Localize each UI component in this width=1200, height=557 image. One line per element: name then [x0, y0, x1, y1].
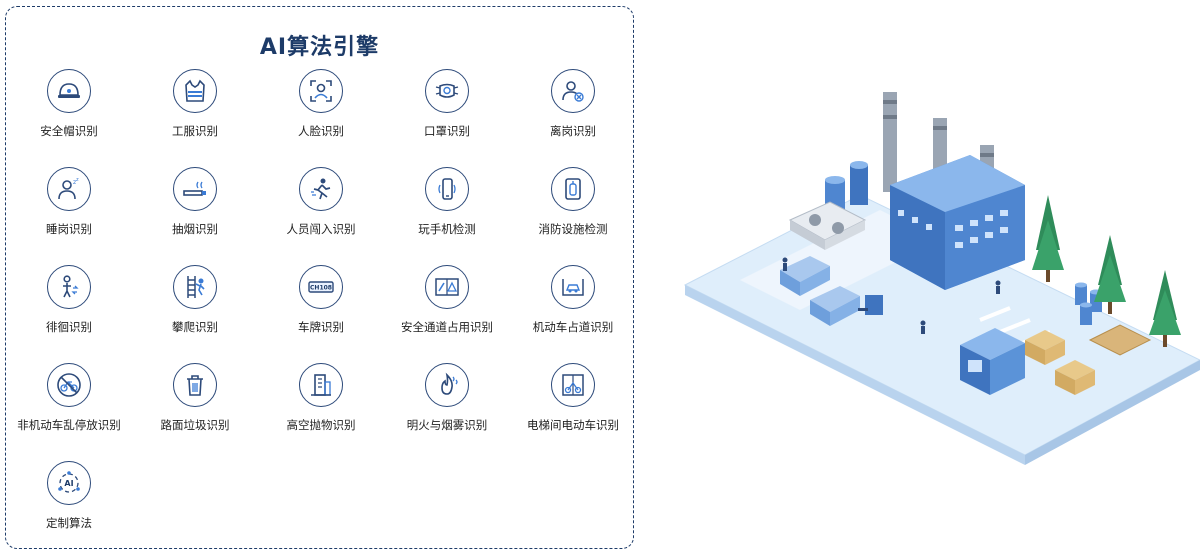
- phone-icon: [425, 167, 469, 211]
- algorithm-item-wander[interactable]: 徘徊识别: [6, 265, 132, 335]
- building-icon: [299, 363, 343, 407]
- person-wander-icon: [47, 265, 91, 309]
- svg-text:z: z: [73, 179, 76, 186]
- algorithm-item-plate[interactable]: CH108 车牌识别: [258, 265, 384, 335]
- algorithm-item-passage[interactable]: 安全通道占用识别: [384, 265, 510, 335]
- algorithm-item-fire-equipment[interactable]: 消防设施检测: [510, 167, 636, 237]
- algorithm-item-phone[interactable]: 玩手机检测: [384, 167, 510, 237]
- algorithm-item-fire-smoke[interactable]: 明火与烟雾识别: [384, 363, 510, 433]
- algorithm-item-high-throw[interactable]: 高空抛物识别: [258, 363, 384, 433]
- license-plate-icon: CH108: [299, 265, 343, 309]
- algorithm-item-car-lane[interactable]: 机动车占道识别: [510, 265, 636, 335]
- car-lane-icon: [551, 265, 595, 309]
- panel-title: AI算法引擎: [259, 35, 380, 60]
- mask-icon: [425, 69, 469, 113]
- factory-illustration: [683, 92, 1200, 465]
- ai-custom-icon: AI: [47, 461, 91, 505]
- face-scan-icon: [299, 69, 343, 113]
- algorithm-item-elevator-bike[interactable]: 电梯间电动车识别: [510, 363, 636, 433]
- ai-badge-text: AI: [64, 479, 73, 488]
- no-bike-icon: [47, 363, 91, 407]
- person-running-icon: [299, 167, 343, 211]
- safety-passage-icon: [425, 265, 469, 309]
- algorithm-item-workwear[interactable]: 工服识别: [132, 69, 258, 139]
- algorithm-item-bike-parking[interactable]: 非机动车乱停放识别: [6, 363, 132, 433]
- algorithm-item-climb[interactable]: 攀爬识别: [132, 265, 258, 335]
- algorithm-item-face[interactable]: 人脸识别: [258, 69, 384, 139]
- cigarette-icon: [173, 167, 217, 211]
- plate-text: CH108: [310, 285, 332, 292]
- ai-engine-panel: AI算法引擎 安全帽识别 工服识别 人脸识别 口罩识别: [5, 6, 634, 549]
- work-vest-icon: [173, 69, 217, 113]
- fire-extinguisher-icon: [551, 167, 595, 211]
- algorithm-item-trash[interactable]: 路面垃圾识别: [132, 363, 258, 433]
- algorithm-item-helmet[interactable]: 安全帽识别: [6, 69, 132, 139]
- algorithm-item-custom[interactable]: AI 定制算法: [6, 461, 132, 531]
- algorithm-item-smoking[interactable]: 抽烟识别: [132, 167, 258, 237]
- algorithm-item-intrusion[interactable]: 人员闯入识别: [258, 167, 384, 237]
- person-absent-icon: [551, 69, 595, 113]
- algorithm-item-absent[interactable]: 离岗识别: [510, 69, 636, 139]
- ladder-climb-icon: [173, 265, 217, 309]
- fire-smoke-icon: [425, 363, 469, 407]
- svg-text:z: z: [76, 177, 79, 183]
- algorithm-item-mask[interactable]: 口罩识别: [384, 69, 510, 139]
- trash-bin-icon: [173, 363, 217, 407]
- safety-helmet-icon: [47, 69, 91, 113]
- elevator-bike-icon: [551, 363, 595, 407]
